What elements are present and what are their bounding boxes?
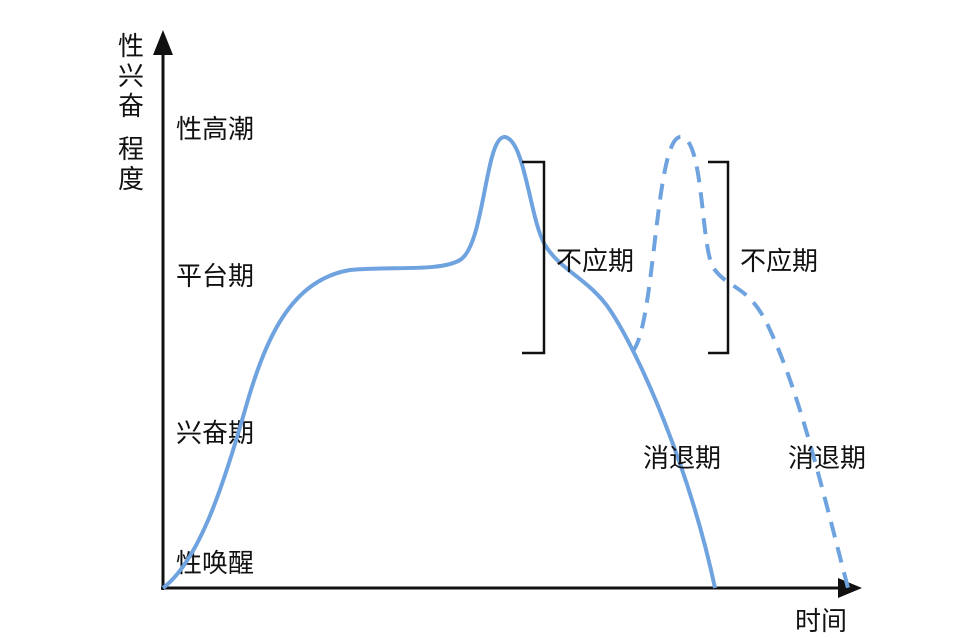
resolution-label-1: 消退期 <box>643 444 721 474</box>
response-curve-solid <box>161 135 717 590</box>
y-axis-label: 性 兴 奋 程 度 <box>118 32 144 195</box>
x-axis-label: 时间 <box>795 607 847 637</box>
refractory-label-2: 不应期 <box>740 247 818 277</box>
refractory-label-1: 不应期 <box>556 247 634 277</box>
resolution-label-2: 消退期 <box>788 444 866 474</box>
level-plateau: 平台期 <box>176 262 254 292</box>
svg-text:程: 程 <box>118 135 144 165</box>
level-orgasm: 性高潮 <box>176 115 254 145</box>
refractory-bracket-2 <box>708 160 730 355</box>
y-axis-arrow <box>153 30 173 55</box>
refractory-bracket-1 <box>522 160 546 355</box>
response-curve-dashed <box>630 134 850 589</box>
level-arousal: 性唤醒 <box>176 549 254 579</box>
svg-text:度: 度 <box>118 165 144 195</box>
x-axis-arrow <box>838 578 862 598</box>
svg-text:性: 性 <box>118 32 144 62</box>
svg-text:奋: 奋 <box>118 92 144 122</box>
svg-text:兴: 兴 <box>118 62 144 92</box>
